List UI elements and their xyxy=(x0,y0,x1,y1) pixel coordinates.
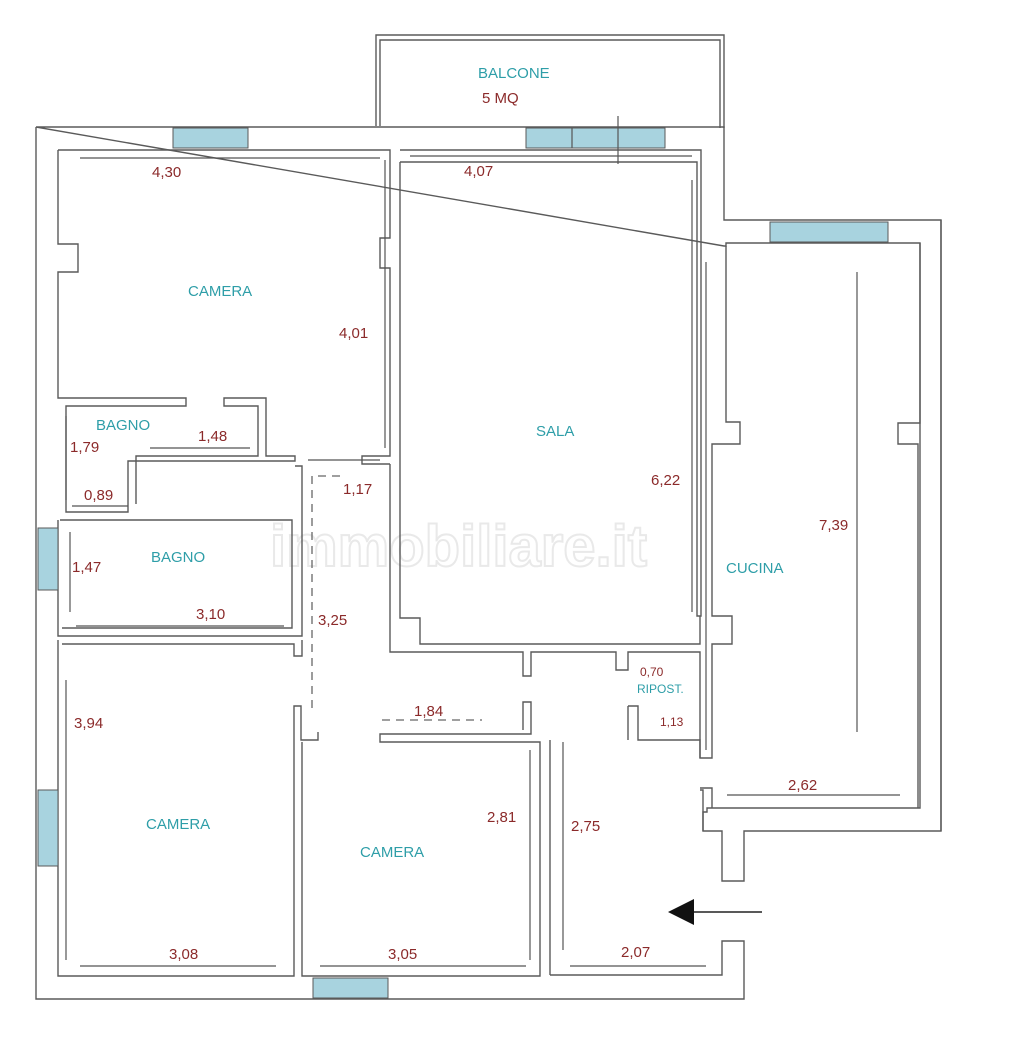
dim-bagno-width: 3,10 xyxy=(196,606,225,623)
room-label-ripost: RIPOST. xyxy=(637,682,684,696)
window-camera-left xyxy=(37,789,59,867)
dim-bagno-small-depth: 1,79 xyxy=(70,439,99,456)
window-cucina xyxy=(769,221,889,243)
windows xyxy=(37,116,889,999)
room-label-bagno: BAGNO xyxy=(151,549,205,566)
dim-bagno-small-width: 1,48 xyxy=(198,428,227,445)
balcone-area: 5 MQ xyxy=(482,90,519,107)
entrance-arrow-icon xyxy=(668,899,762,925)
window-bagno xyxy=(37,527,59,591)
dim-cucina-depth: 7,39 xyxy=(819,517,848,534)
dim-camera-left-depth: 3,94 xyxy=(74,715,103,732)
room-label-sala: SALA xyxy=(536,423,574,440)
dim-camera-mid-depth: 2,81 xyxy=(487,809,516,826)
window-sala xyxy=(525,127,666,149)
dim-camera-top-width: 4,30 xyxy=(152,164,181,181)
dim-bagno-small-inner: 0,89 xyxy=(84,487,113,504)
dim-bagno-depth: 1,47 xyxy=(72,559,101,576)
dim-camera-top-depth: 4,01 xyxy=(339,325,368,342)
dim-sala-width: 4,07 xyxy=(464,163,493,180)
dim-camera-left-width: 3,08 xyxy=(169,946,198,963)
outer-wall xyxy=(35,126,942,1000)
room-label-camera-top: CAMERA xyxy=(188,283,252,300)
dim-corridor-wide: 1,84 xyxy=(414,703,443,720)
dim-camera-mid-width: 3,05 xyxy=(388,946,417,963)
dim-corridor-len: 3,25 xyxy=(318,612,347,629)
dim-ingresso-width: 2,07 xyxy=(621,944,650,961)
dim-ripost-a: 0,70 xyxy=(640,665,664,679)
window-camera-top xyxy=(172,127,249,149)
dim-sala-depth: 6,22 xyxy=(651,472,680,489)
balcony xyxy=(375,34,725,128)
dim-corridor-top: 1,17 xyxy=(343,481,372,498)
watermark-text: immobiliare.it xyxy=(270,514,647,579)
room-label-camera-left: CAMERA xyxy=(146,816,210,833)
room-label-bagno-small: BAGNO xyxy=(96,417,150,434)
dimension-lines xyxy=(65,155,900,967)
window-camera-mid xyxy=(312,977,389,999)
room-label-cucina: CUCINA xyxy=(726,560,784,577)
dim-ripost-b: 1,13 xyxy=(660,715,684,729)
room-label-balcone: BALCONE xyxy=(478,65,550,82)
room-label-camera-mid: CAMERA xyxy=(360,844,424,861)
dim-cucina-width: 2,62 xyxy=(788,777,817,794)
dim-ingresso-depth: 2,75 xyxy=(571,818,600,835)
